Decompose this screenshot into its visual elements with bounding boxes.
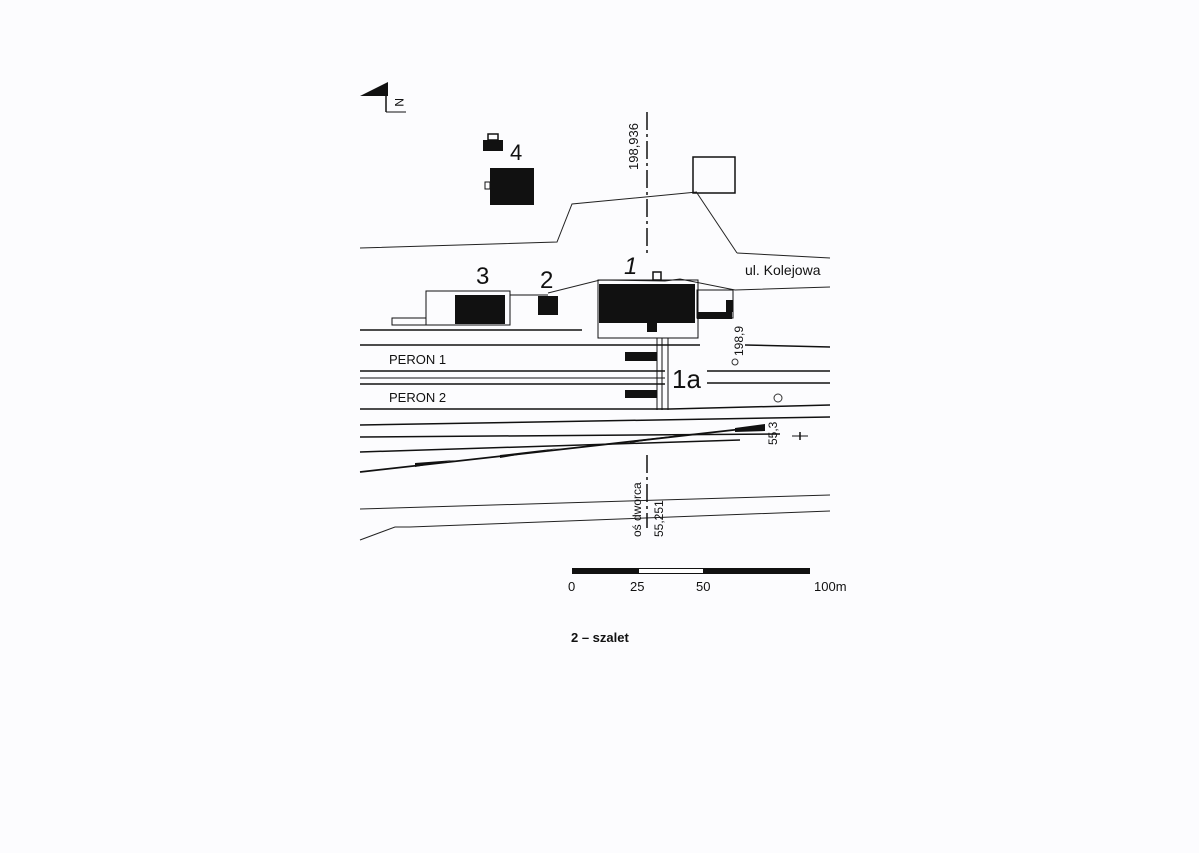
station-axis-label: oś dworca bbox=[630, 482, 644, 537]
side-coordinate-label: 198,9 bbox=[732, 326, 746, 356]
building-2-label: 2 bbox=[540, 267, 553, 294]
building-4-label: 4 bbox=[510, 140, 522, 165]
building-1a-part-a bbox=[625, 352, 657, 361]
right-coordinate-label: 55,3 bbox=[766, 421, 780, 445]
building-3-label: 3 bbox=[476, 263, 489, 290]
building-2 bbox=[538, 296, 558, 315]
building-4 bbox=[483, 133, 534, 205]
platform-1-label: PERON 1 bbox=[389, 352, 446, 367]
building-3 bbox=[391, 290, 548, 326]
building-1-label: 1 bbox=[624, 253, 637, 280]
scale-tick-100: 100m bbox=[814, 579, 847, 594]
figure-caption: 2 – szalet bbox=[571, 630, 629, 645]
platform-2-label: PERON 2 bbox=[389, 390, 446, 405]
scale-tick-50: 50 bbox=[696, 579, 710, 594]
building-1a-part-b bbox=[625, 390, 657, 398]
north-arrow-icon: N bbox=[360, 82, 406, 113]
top-coordinate-label: 198,936 bbox=[626, 123, 641, 170]
scale-tick-0: 0 bbox=[568, 579, 575, 594]
station-axis-coordinate-label: 55,251 bbox=[652, 500, 666, 537]
scale-tick-25: 25 bbox=[630, 579, 644, 594]
street-label: ul. Kolejowa bbox=[745, 262, 821, 278]
building-1 bbox=[597, 271, 734, 339]
building-1a-label: 1a bbox=[672, 364, 701, 394]
scale-bar bbox=[572, 568, 810, 574]
north-label: N bbox=[392, 98, 406, 107]
square-structure bbox=[692, 156, 736, 194]
